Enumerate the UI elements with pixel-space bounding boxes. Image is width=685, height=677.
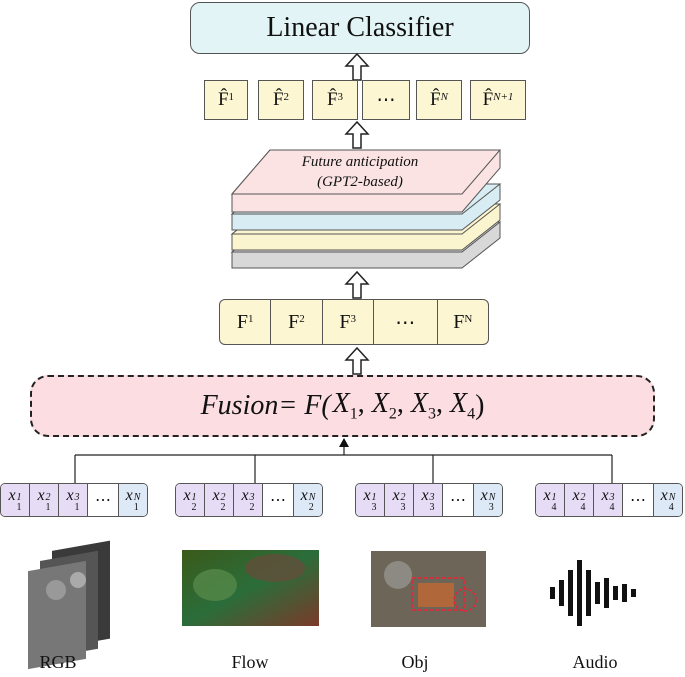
anticipated-feature-base: F̂ — [482, 89, 494, 110]
token-flow-4: ⋯ — [263, 484, 294, 516]
token-audio-4: ⋯ — [623, 484, 654, 516]
anticipated-feature-base: F̂ — [326, 89, 338, 110]
anticipated-feature-sup: N+1 — [493, 91, 514, 103]
anticipated-feature-3: F̂3 — [312, 80, 358, 120]
fused-feature-base: F — [453, 310, 465, 333]
fused-feature-sup: 3 — [350, 313, 357, 325]
fused-feature-sup: 2 — [299, 313, 305, 325]
fusion-arg-2: X2 — [371, 388, 397, 423]
anticipated-feature-5: F̂N — [416, 80, 462, 120]
anticipated-feature-1: F̂1 — [204, 80, 248, 120]
fusion-arg-3: X3 — [410, 388, 436, 423]
anticipated-feature-6: F̂N+1 — [470, 80, 526, 120]
audio-icon — [550, 560, 636, 626]
obj-thumbnail — [371, 551, 486, 627]
token-obj-4: ⋯ — [443, 484, 474, 516]
layer-pink-top — [230, 149, 502, 195]
fusion-close: ) — [475, 390, 485, 421]
fused-feature-base: ⋯ — [395, 311, 416, 334]
arrow-to-anticipation — [344, 270, 370, 299]
anticipated-feature-4: ⋯ — [362, 80, 410, 120]
fused-feature-sup: 1 — [247, 313, 254, 325]
fusion-eq: = F( — [278, 390, 331, 421]
anticipated-feature-sup: 2 — [283, 91, 290, 103]
arrow-to-classifier — [344, 52, 370, 81]
anticipated-feature-base: F̂ — [217, 89, 229, 110]
fused-feature-base: F — [339, 310, 351, 333]
anticipated-feature-sup: 1 — [228, 91, 235, 103]
rgb-thumbnail — [28, 540, 110, 670]
arrow-to-fusion — [339, 438, 349, 447]
modality-label-flow: Flow — [231, 652, 269, 672]
anticipated-feature-2: F̂2 — [258, 80, 304, 120]
anticipation-label: Future anticipation (GPT2-based) — [270, 152, 450, 192]
modality-label-obj: Obj — [401, 652, 429, 672]
anticipation-line1: Future anticipation — [301, 154, 419, 170]
fusion-lhs: Fusion — [200, 390, 279, 421]
fusion-arg-1: X1 — [332, 388, 358, 423]
anticipated-feature-sup: N — [440, 91, 448, 103]
token-rgb-4: ⋯ — [88, 484, 119, 516]
anticipated-feature-base: F̂ — [430, 89, 441, 110]
linear-classifier-box: Linear Classifier — [190, 2, 530, 54]
anticipation-line2: (GPT2-based) — [317, 174, 403, 190]
arrow-to-anticipated — [344, 120, 370, 149]
fusion-arg-4: X4 — [450, 388, 476, 423]
fusion-args: X1, X2, X3, X4 — [332, 388, 476, 423]
modality-label-audio: Audio — [572, 652, 618, 672]
anticipated-feature-base: F̂ — [272, 89, 284, 110]
fused-feature-4: ⋯ — [374, 300, 438, 344]
anticipated-feature-base: ⋯ — [376, 89, 396, 111]
modality-label-rgb: RGB — [39, 652, 77, 672]
fused-feature-base: F — [236, 310, 248, 333]
fused-feature-sup: N — [464, 313, 473, 325]
flow-thumbnail — [182, 550, 319, 626]
arrow-to-fused — [344, 346, 370, 375]
linear-classifier-label: Linear Classifier — [266, 12, 454, 43]
anticipated-feature-sup: 3 — [337, 91, 344, 103]
fusion-box: Fusion = F( X1, X2, X3, X4 ) — [30, 375, 655, 437]
fused-feature-base: F — [288, 310, 300, 333]
